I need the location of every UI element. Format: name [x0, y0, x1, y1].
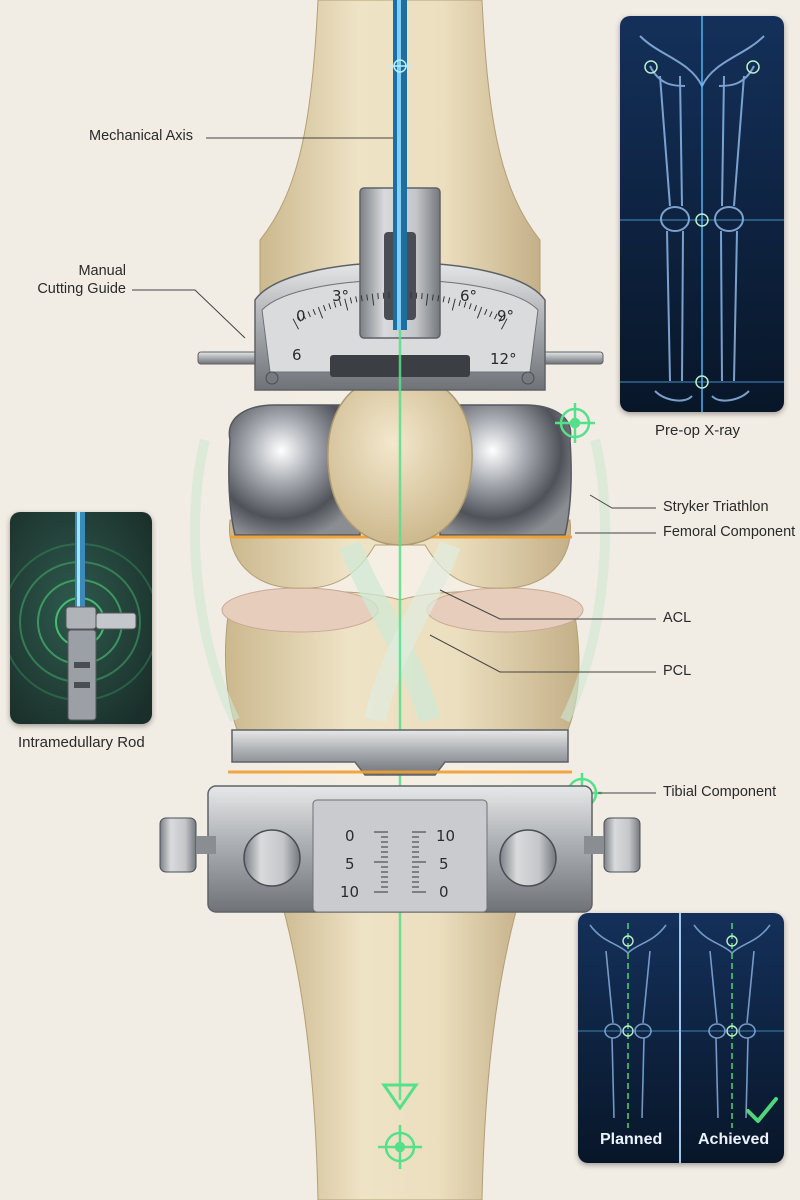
- xray-skeleton: [639, 35, 765, 402]
- tibial-scale-right-mark: 5: [439, 855, 449, 873]
- label-acl: ACL: [663, 610, 692, 626]
- tibial-scale-left-mark: 0: [345, 827, 355, 845]
- rod-highlight: [397, 0, 401, 330]
- checkmark-icon: [746, 1097, 778, 1123]
- cutting-guide-leader: [132, 289, 246, 339]
- down-arrow-icon: [381, 1083, 419, 1111]
- rod-slot: [74, 682, 90, 688]
- pcl-leader: [429, 634, 656, 673]
- label-cutting-guide-line2: Cutting Guide: [37, 281, 126, 297]
- femoral-component-lateral: [439, 404, 572, 536]
- crosshair-target-icon: [555, 403, 595, 443]
- label-manual-cutting-guide: Manual Cutting Guide: [30, 262, 126, 298]
- tibial-scale-left-mark: 10: [340, 883, 359, 901]
- axis-target-icon: [388, 59, 412, 73]
- tibial-scale-ticks: [374, 831, 426, 893]
- guide-scale-mark: 12°: [490, 350, 517, 368]
- tibial-scale-left-mark: 5: [345, 855, 355, 873]
- medial-meniscus: [221, 587, 379, 633]
- caption-preop-xray: Pre-op X-ray: [655, 422, 741, 439]
- guide-scale-mark: 6: [292, 346, 302, 364]
- label-cutting-guide-line1: Manual: [78, 263, 126, 279]
- guide-scale-mark: 6°: [460, 287, 477, 305]
- rod-shaft-highlight: [77, 512, 80, 612]
- label-femoral-component: Femoral Component: [663, 524, 796, 540]
- medial-collateral-ligament: [190, 438, 240, 723]
- tibial-scale-right-mark: 0: [439, 883, 449, 901]
- stryker-leader: [589, 494, 656, 509]
- panel-target-icons: [622, 935, 738, 1037]
- label-tibial-component: Tibial Component: [663, 784, 777, 800]
- xray-target-icons: [644, 60, 760, 389]
- acl-leader: [439, 589, 656, 620]
- label-achieved: Achieved: [698, 1131, 770, 1148]
- rod-clamp-arm: [95, 612, 137, 630]
- rod-body: [67, 629, 97, 721]
- guide-scale-mark: 3°: [332, 287, 349, 305]
- label-pcl: PCL: [663, 663, 692, 679]
- label-planned: Planned: [600, 1131, 663, 1148]
- cutting-guide-scale-ticks: [292, 292, 508, 330]
- lateral-collateral-ligament: [560, 438, 610, 723]
- femoral-component-medial: [228, 404, 361, 536]
- crosshair-target-icon: [378, 1125, 422, 1169]
- tibial-scale-right-mark: 10: [436, 827, 455, 845]
- intramedullary-rod-inset: [10, 512, 152, 724]
- tibial-component-tray: [231, 729, 569, 776]
- callout-leader-lines: [132, 137, 656, 794]
- planned-vs-achieved-panel: Planned Achieved: [578, 913, 784, 1163]
- label-stryker-triathlon: Stryker Triathlon: [663, 499, 769, 515]
- caption-intramedullary-rod: Intramedullary Rod: [18, 734, 145, 751]
- pcl-ligament: [364, 541, 461, 723]
- guide-scale-mark: 9°: [497, 307, 514, 325]
- label-mechanical-axis: Mechanical Axis: [89, 128, 193, 144]
- acl-ligament: [339, 541, 441, 724]
- guide-scale-mark: 0: [296, 307, 306, 325]
- tibial-cutting-block: [159, 785, 641, 913]
- rod-clamp: [65, 606, 97, 630]
- preop-xray-panel: [620, 16, 784, 412]
- rod-slot: [74, 662, 90, 668]
